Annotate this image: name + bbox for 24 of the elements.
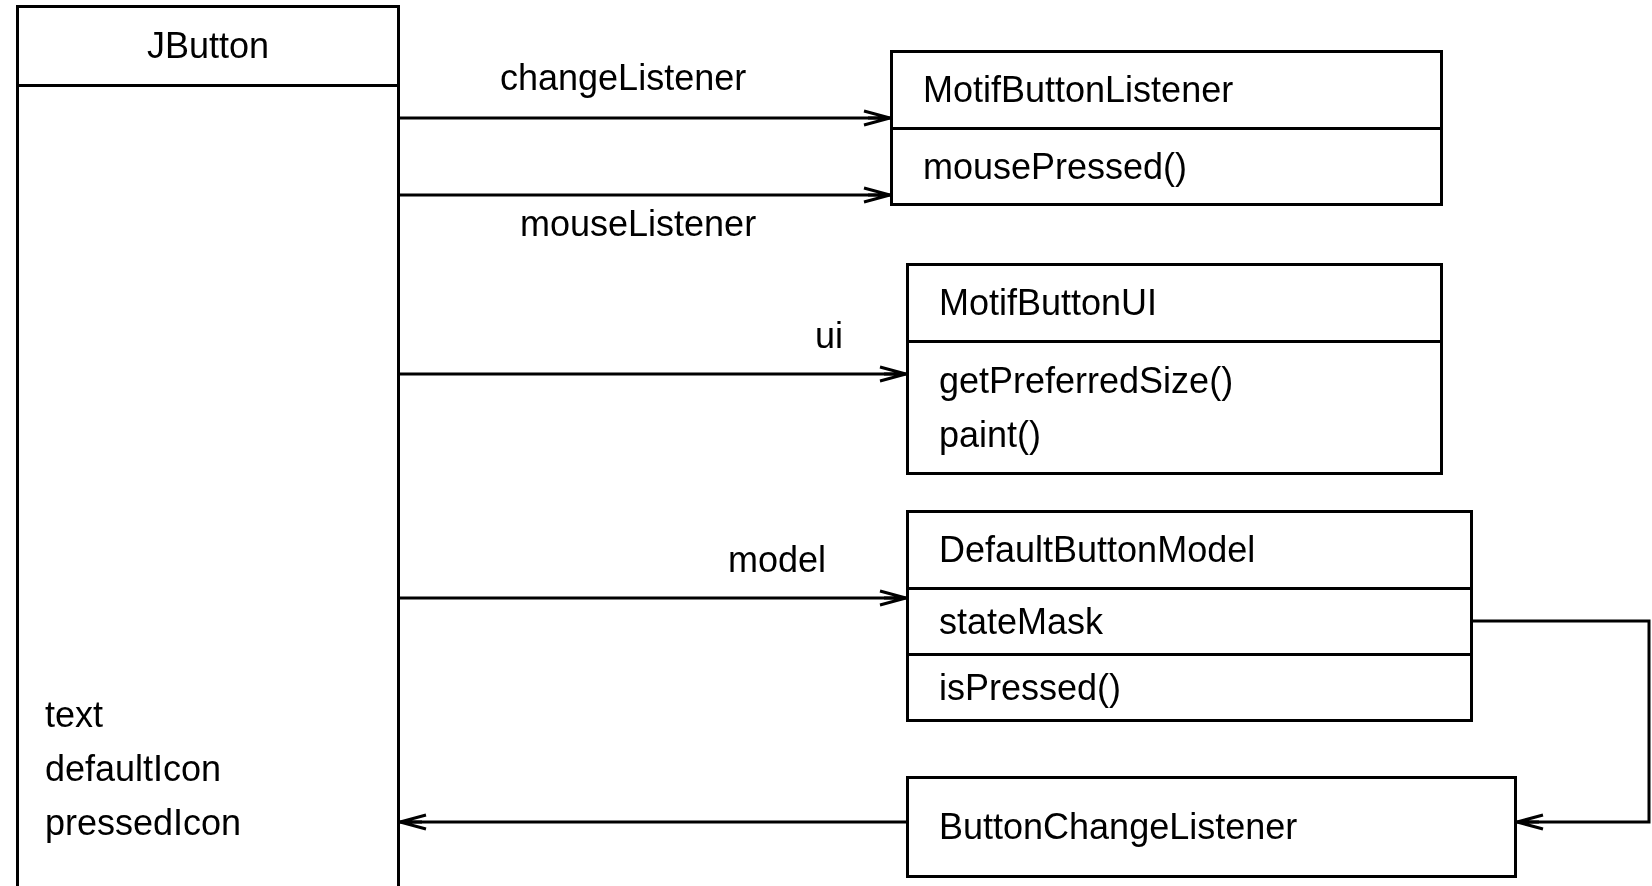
arrow <box>398 813 906 831</box>
class-member: text <box>45 693 105 737</box>
class-member: isPressed() <box>939 665 1123 710</box>
class-member: stateMask <box>939 599 1105 644</box>
class-name: MotifButtonListener <box>923 68 1235 112</box>
class-member: defaultIcon <box>45 747 223 791</box>
arrow <box>400 365 908 383</box>
class-member: pressedIcon <box>45 801 243 845</box>
arrow <box>400 109 892 127</box>
class-member: paint() <box>939 412 1043 457</box>
class-box <box>906 263 1443 475</box>
class-box <box>16 5 400 886</box>
arrow <box>400 186 892 204</box>
class-box <box>890 50 1443 206</box>
class-name: JButton <box>146 24 270 68</box>
class-name: ButtonChangeListener <box>939 805 1298 849</box>
arrow <box>400 589 908 607</box>
class-member: getPreferredSize() <box>939 358 1235 403</box>
class-name: DefaultButtonModel <box>939 528 1257 572</box>
arrow <box>1473 619 1651 831</box>
class-member: mousePressed() <box>923 144 1189 189</box>
class-box <box>906 776 1517 878</box>
class-name: MotifButtonUI <box>939 281 1159 325</box>
class-box <box>906 510 1473 722</box>
